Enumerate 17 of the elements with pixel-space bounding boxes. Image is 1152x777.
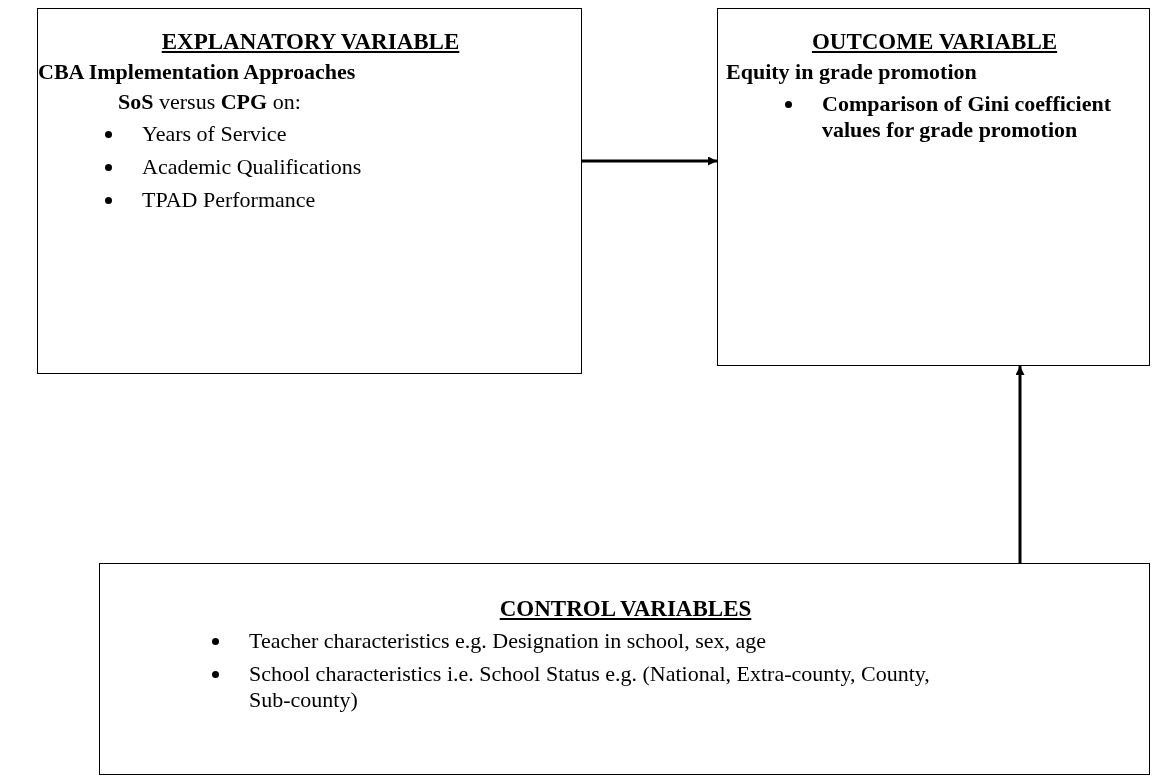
variable-box — [37, 8, 582, 374]
bullet-item: Academic Qualifications — [142, 154, 363, 180]
variable-box — [99, 563, 1150, 775]
arrow — [1015, 366, 1025, 563]
box-heading: OUTCOME VARIABLE — [810, 29, 1059, 55]
bullet-item: Teacher characteristics e.g. Designation in school, sex, age — [249, 628, 768, 654]
box-heading: EXPLANATORY VARIABLE — [160, 29, 461, 55]
bullet-item: TPAD Performance — [142, 187, 317, 213]
subheading: Equity in grade promotion — [726, 59, 978, 85]
intro-text: SoS versus CPG on: — [118, 89, 302, 115]
bullet-item: Comparison of Gini coefficient values for grade promotion — [822, 91, 1113, 143]
variable-box — [717, 8, 1150, 366]
subheading: CBA Implementation Approaches — [38, 59, 357, 85]
arrow — [582, 156, 717, 166]
box-heading: CONTROL VARIABLES — [498, 596, 753, 622]
bullet-item: School characteristics i.e. School Status e.g. (National, Extra-county, County, Sub-county) — [249, 661, 931, 713]
bullet-item: Years of Service — [142, 121, 288, 147]
